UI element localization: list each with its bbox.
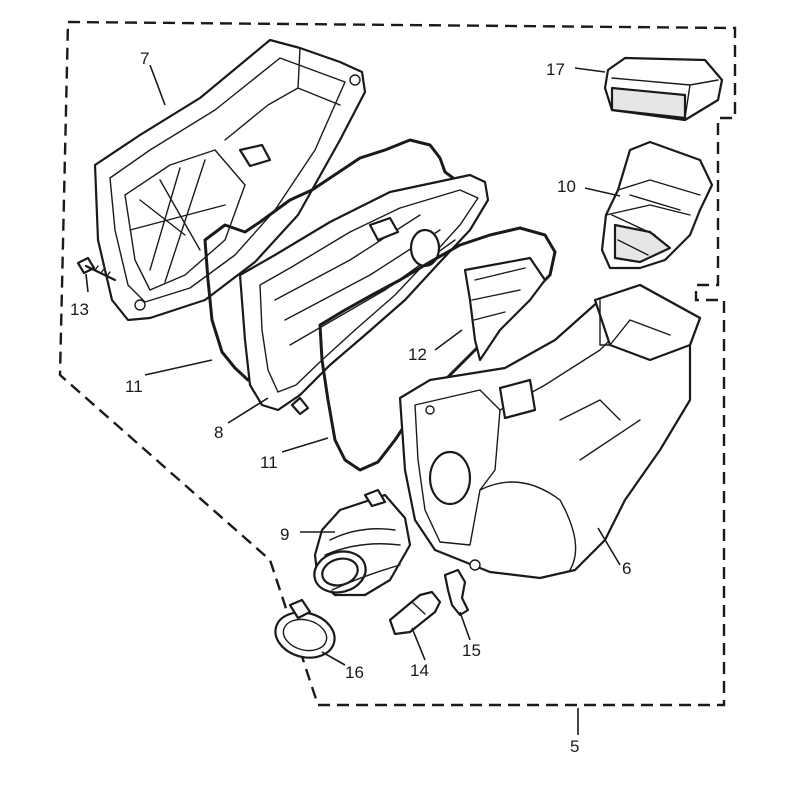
label-5: 5 (570, 737, 579, 756)
part-9-intake-joint (313, 488, 412, 597)
label-17: 17 (546, 60, 565, 79)
label-6: 6 (622, 559, 631, 578)
label-12: 12 (408, 345, 427, 364)
part-17-duct-cap (603, 56, 724, 122)
label-11a: 11 (125, 377, 143, 396)
label-13: 13 (70, 300, 89, 319)
assembly-boundary (58, 20, 737, 707)
label-7: 7 (140, 49, 149, 68)
part-15-clip (443, 568, 470, 617)
label-15: 15 (462, 641, 481, 660)
label-10: 10 (557, 177, 576, 196)
label-14: 14 (410, 661, 429, 680)
part-16-clamp (274, 598, 336, 659)
label-16: 16 (345, 663, 364, 682)
callout-labels: 7 17 10 13 12 11 8 11 9 6 15 14 16 5 (70, 49, 631, 756)
part-13-screw (76, 256, 117, 282)
part-10-intake-duct (600, 140, 714, 270)
part-14-drain-plug (388, 590, 442, 636)
part-12-screen (463, 256, 547, 362)
label-8: 8 (214, 423, 223, 442)
part-6-filter-case (398, 283, 702, 580)
label-11b: 11 (260, 453, 278, 472)
part-7-filter-cover (93, 38, 367, 322)
leader-lines (85, 64, 621, 735)
label-9: 9 (280, 525, 289, 544)
